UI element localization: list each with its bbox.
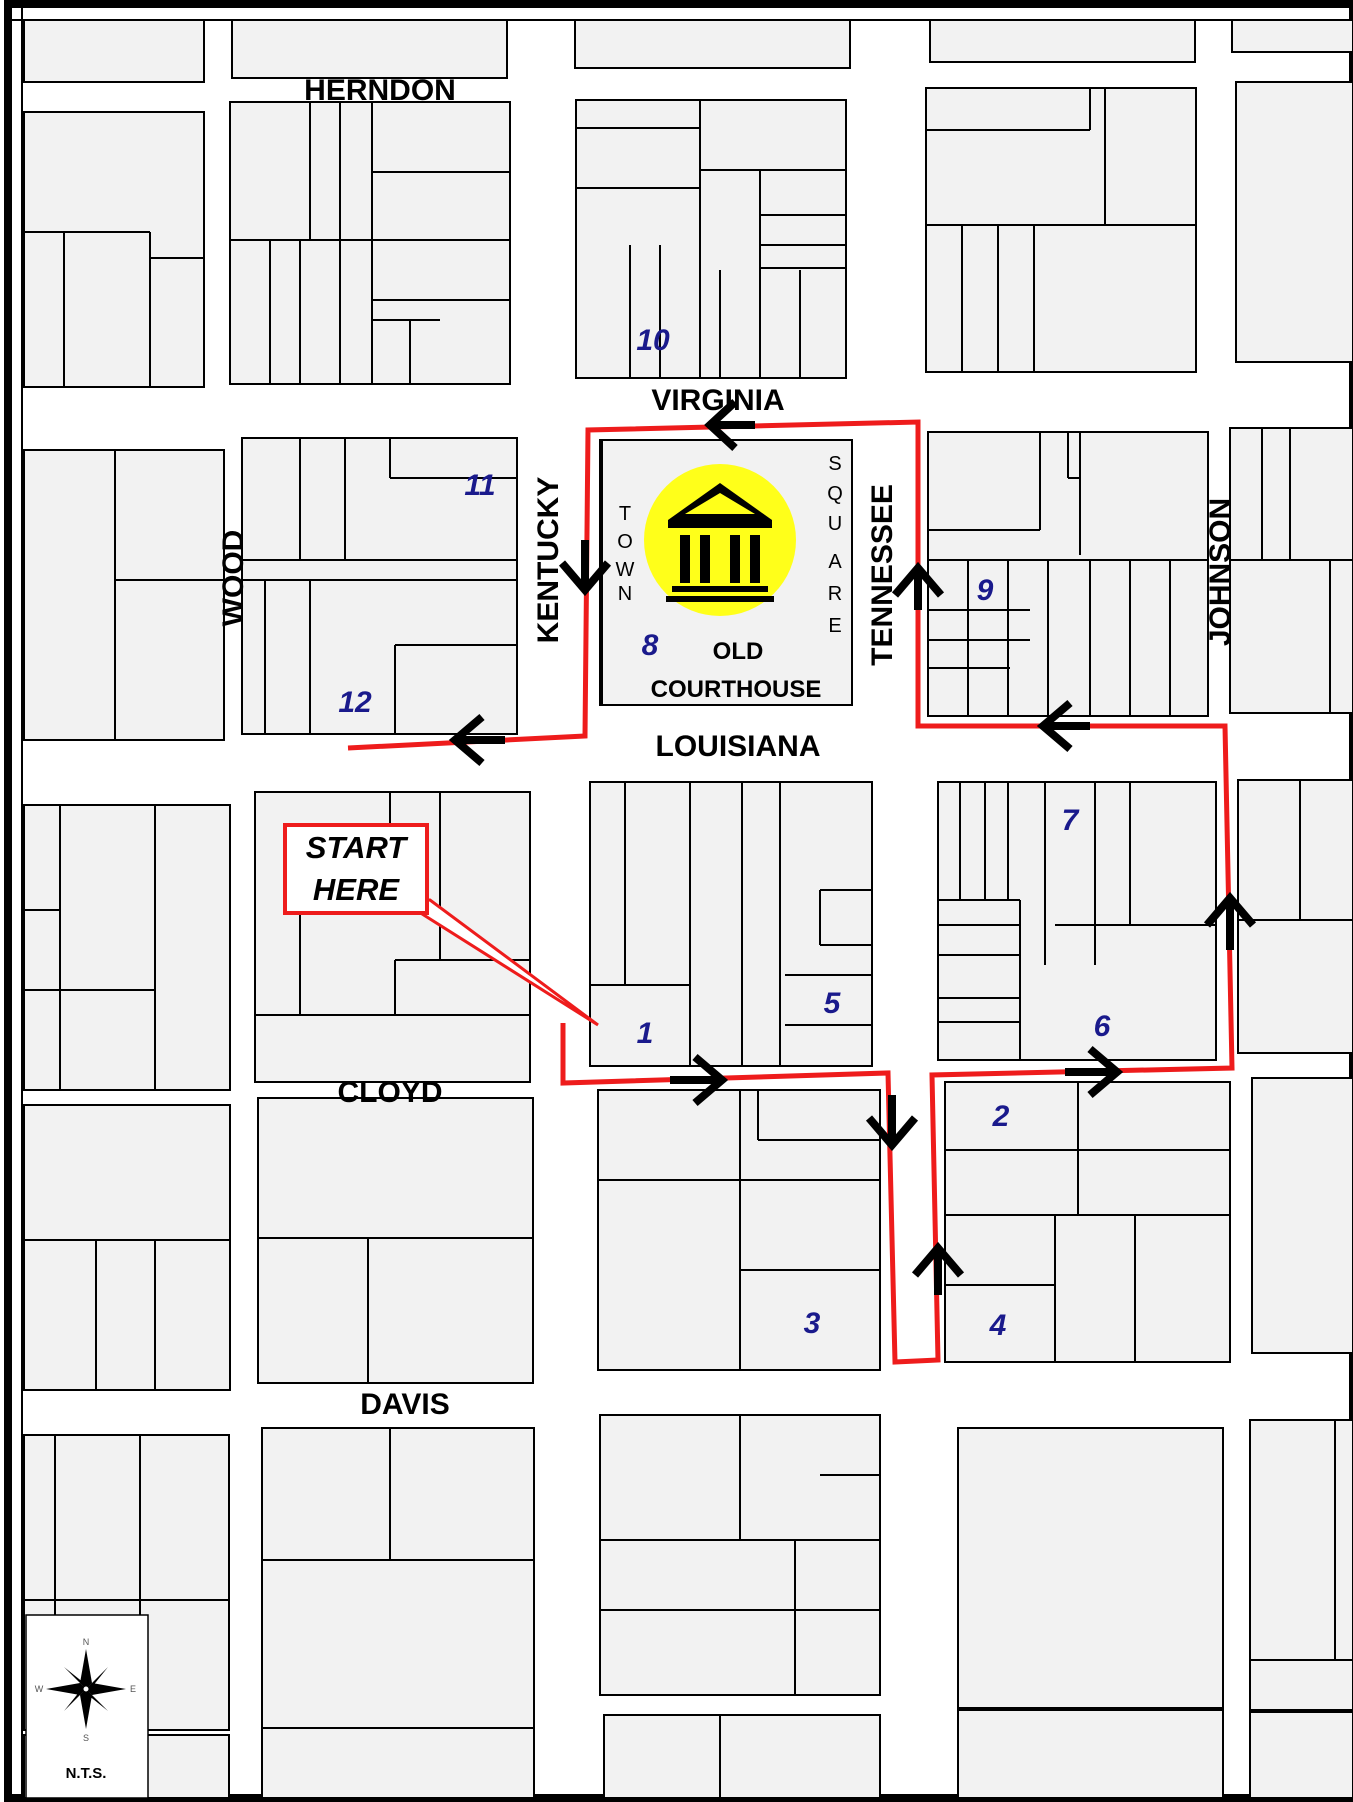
- arrow-up-icon: [911, 1241, 965, 1295]
- street-louisiana: LOUISIANA: [656, 730, 821, 763]
- street-davis: DAVIS: [360, 1388, 449, 1421]
- square-letter: S: [828, 453, 841, 475]
- square-letter: Q: [827, 483, 843, 505]
- street-johnson: JOHNSON: [1204, 498, 1237, 646]
- courthouse-label-line1: OLD: [713, 638, 764, 665]
- street-labels: HERNDON VIRGINIA LOUISIANA CLOYD DAVIS K…: [217, 74, 1237, 1421]
- stop-number: 3: [804, 1307, 821, 1340]
- tour-route: [347, 419, 1235, 1365]
- arrow-left-icon: [704, 399, 755, 451]
- stop-number: 1: [637, 1017, 654, 1050]
- stop-number: 5: [824, 987, 842, 1020]
- stop-number: 2: [992, 1100, 1010, 1133]
- arrow-up-icon: [891, 561, 945, 610]
- square-letter: U: [828, 513, 842, 535]
- city-blocks: [23, 19, 1353, 1799]
- compass-e: E: [130, 1684, 136, 1694]
- arrow-down-icon: [558, 540, 612, 597]
- courthouse-label-line2: COURTHOUSE: [651, 676, 822, 703]
- stop-number: 10: [636, 324, 670, 357]
- stop-number: 8: [642, 629, 659, 662]
- courthouse-icon: [666, 483, 774, 602]
- arrow-right-icon: [1065, 1045, 1124, 1099]
- compass-s: S: [83, 1733, 89, 1743]
- stop-number: 11: [464, 469, 495, 502]
- street-herndon: HERNDON: [304, 74, 456, 107]
- stop-number: 4: [989, 1309, 1007, 1342]
- town-letter: N: [618, 583, 632, 605]
- street-cloyd: CLOYD: [338, 1076, 443, 1109]
- scale-note: N.T.S.: [66, 1765, 107, 1782]
- compass-n: N: [83, 1637, 90, 1647]
- square-letter: R: [828, 583, 842, 605]
- arrow-left-icon: [448, 713, 505, 767]
- tour-stops: 1 2 3 4 5 6 7 8 9 10 11 12: [338, 324, 1110, 1342]
- start-label-line2: HERE: [313, 872, 400, 907]
- courthouse-square: T O W N S Q U A R E OLD COURTHOUSE: [601, 439, 853, 706]
- compass-legend: N S E W N.T.S.: [25, 1614, 149, 1799]
- start-label-line1: START: [306, 830, 410, 865]
- town-letter: W: [616, 559, 635, 581]
- street-virginia: VIRGINIA: [651, 384, 784, 417]
- stop-number: 6: [1094, 1010, 1111, 1043]
- street-kentucky: KENTUCKY: [532, 477, 565, 644]
- town-letter: O: [617, 531, 633, 553]
- arrow-down-icon: [865, 1095, 919, 1152]
- compass-rose-icon: N S E W: [35, 1637, 136, 1743]
- stop-number: 12: [338, 686, 372, 719]
- route-arrows: [448, 399, 1257, 1295]
- stop-number: 9: [977, 574, 994, 607]
- start-here-callout: START HERE: [283, 823, 599, 1027]
- stop-number: 7: [1062, 804, 1080, 837]
- compass-w: W: [35, 1684, 44, 1694]
- town-letter: T: [619, 503, 631, 525]
- arrow-left-icon: [1036, 699, 1090, 753]
- arrow-up-icon: [1203, 891, 1257, 950]
- street-wood: WOOD: [217, 530, 250, 627]
- square-letter: E: [828, 615, 841, 637]
- street-tennessee: TENNESSEE: [866, 484, 899, 666]
- square-letter: A: [828, 551, 842, 573]
- arrow-right-icon: [670, 1053, 729, 1107]
